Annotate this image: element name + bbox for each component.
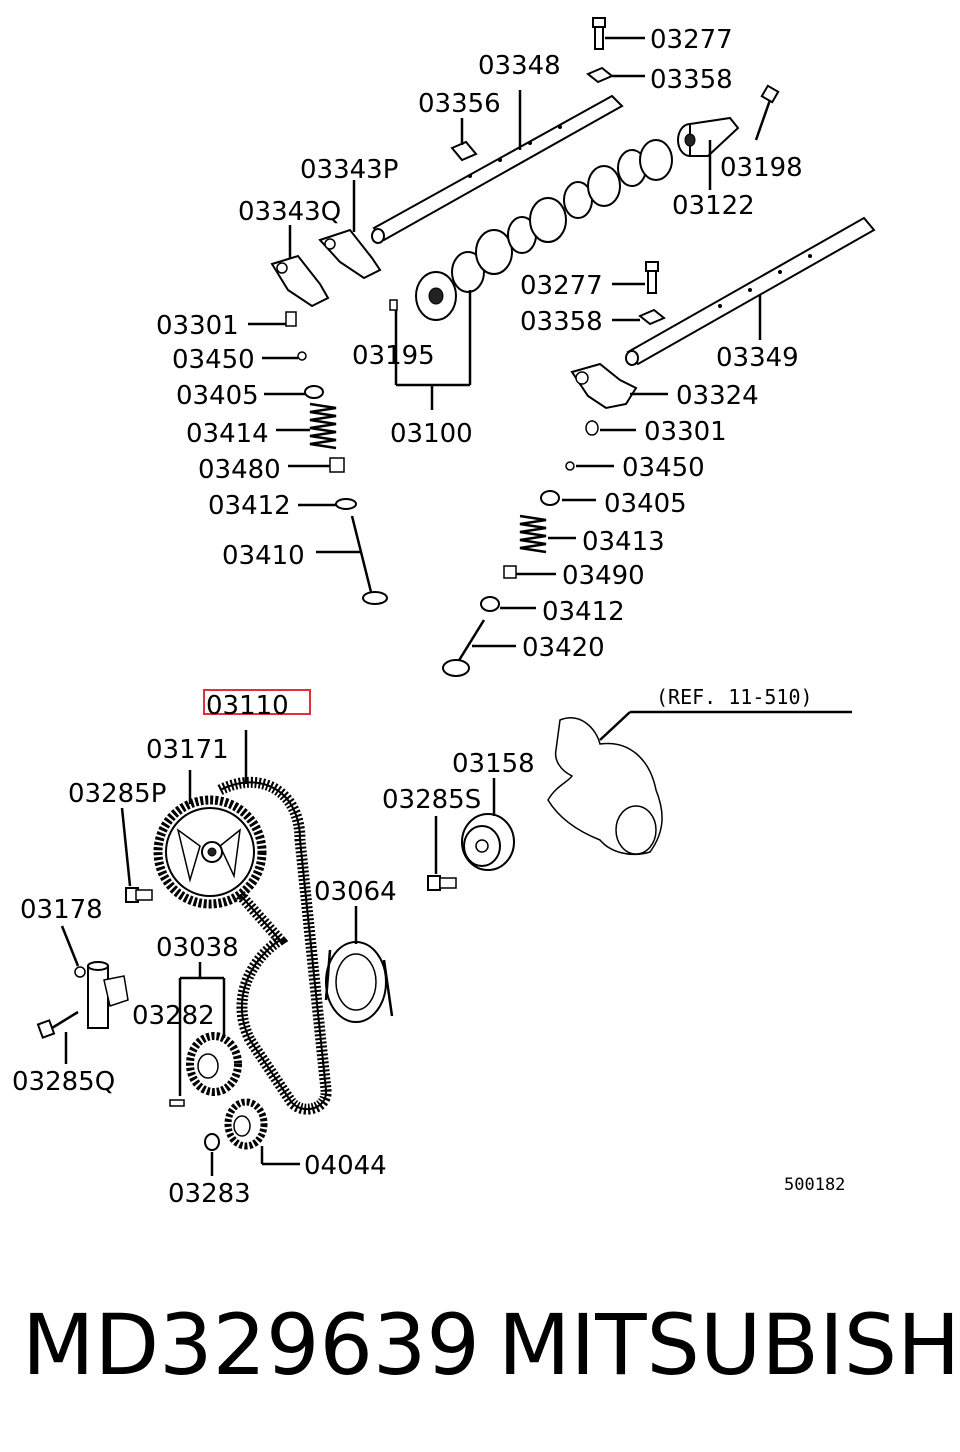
valve-03420 xyxy=(442,619,486,677)
label-03450-right: 03450 xyxy=(622,453,705,483)
footer: MD329639 MITSUBISHI xyxy=(0,1290,960,1400)
cam-sprocket-03171 xyxy=(153,795,267,909)
label-03038: 03038 xyxy=(156,933,239,963)
nut-03450-right xyxy=(565,461,575,471)
seal-03122 xyxy=(677,116,740,157)
label-03195: 03195 xyxy=(352,341,435,371)
bolt-03198 xyxy=(754,84,780,141)
highlight-box xyxy=(203,689,311,715)
label-03412-right: 03412 xyxy=(542,597,625,627)
rocker-shaft-03349 xyxy=(625,216,876,366)
brand-name: MITSUBISHI xyxy=(498,1296,960,1394)
bolt-03285q xyxy=(36,1010,79,1039)
label-03122: 03122 xyxy=(672,191,755,221)
label-03285s: 03285S xyxy=(382,785,481,815)
retainer-03405-right xyxy=(540,490,560,506)
label-03414: 03414 xyxy=(186,419,269,449)
sprocket-04044 xyxy=(224,1098,268,1150)
label-03158: 03158 xyxy=(452,749,535,779)
label-03277-top: 03277 xyxy=(650,25,733,55)
rocker-arm-03324 xyxy=(570,362,638,410)
label-03413: 03413 xyxy=(582,527,665,557)
adjuster-03301-left xyxy=(285,311,297,327)
rocker-shaft-03348 xyxy=(371,94,624,244)
rocker-arm-03343p xyxy=(318,228,382,280)
clip-03358-top xyxy=(586,66,614,84)
label-03178: 03178 xyxy=(20,895,103,925)
label-03405-right: 03405 xyxy=(604,489,687,519)
clip-03356 xyxy=(450,118,478,162)
bolt-03277-mid xyxy=(645,261,659,294)
label-03285p: 03285P xyxy=(68,779,166,809)
label-03285q: 03285Q xyxy=(12,1067,115,1097)
rocker-arm-03343q xyxy=(270,254,330,308)
label-03301-right: 03301 xyxy=(644,417,727,447)
tensioner-03178 xyxy=(74,961,129,1029)
key-03282 xyxy=(169,1099,185,1107)
valve-03410 xyxy=(350,515,388,605)
crank-sprocket-03038 xyxy=(186,1032,242,1096)
retainer-03405-left xyxy=(304,385,324,399)
label-03412-left: 03412 xyxy=(208,491,291,521)
label-03490: 03490 xyxy=(562,561,645,591)
camshaft-03100 xyxy=(415,139,673,321)
washer-03412-right xyxy=(480,596,500,612)
label-03100: 03100 xyxy=(390,419,473,449)
label-03343p: 03343P xyxy=(300,155,398,185)
label-03343q: 03343Q xyxy=(238,197,341,227)
label-03348: 03348 xyxy=(478,51,561,81)
label-04044: 04044 xyxy=(304,1151,387,1181)
adjuster-03301-right xyxy=(585,420,599,436)
label-03324: 03324 xyxy=(676,381,759,411)
bolt-03277-top xyxy=(592,17,606,50)
seal-03490 xyxy=(503,565,517,579)
seal-03480 xyxy=(329,457,345,473)
bolt-03285p xyxy=(125,887,153,903)
reference-note: (REF. 11-510) xyxy=(656,685,813,709)
label-03064: 03064 xyxy=(314,877,397,907)
nut-03450-left xyxy=(297,351,307,361)
part-number: MD329639 xyxy=(22,1296,480,1394)
label-03358-top: 03358 xyxy=(650,65,733,95)
label-03198: 03198 xyxy=(720,153,803,183)
diagram-code: 500182 xyxy=(784,1175,845,1195)
belt-cover-03064 xyxy=(324,941,394,1023)
label-03110: 03110 xyxy=(206,691,289,721)
label-03420: 03420 xyxy=(522,633,605,663)
label-03356: 03356 xyxy=(418,89,501,119)
spring-03414 xyxy=(309,402,337,450)
label-03282: 03282 xyxy=(132,1001,215,1031)
idler-pulley-03158 xyxy=(461,813,515,871)
label-03405-left: 03405 xyxy=(176,381,259,411)
label-03277-mid: 03277 xyxy=(520,271,603,301)
washer-03412-left xyxy=(335,498,357,510)
label-03301-left: 03301 xyxy=(156,311,239,341)
label-03410: 03410 xyxy=(222,541,305,571)
label-03171: 03171 xyxy=(146,735,229,765)
hand-reference-illustration xyxy=(547,717,663,856)
bolt-03285s xyxy=(427,875,457,891)
clip-03358-mid xyxy=(638,308,666,326)
label-03349: 03349 xyxy=(716,343,799,373)
engine-parts-diagram: 03277 03358 03348 03356 03198 03343P 031… xyxy=(12,17,876,1209)
label-03450-left: 03450 xyxy=(172,345,255,375)
label-03283: 03283 xyxy=(168,1179,251,1209)
label-03358-mid: 03358 xyxy=(520,307,603,337)
label-03480: 03480 xyxy=(198,455,281,485)
spring-03413 xyxy=(519,514,547,554)
timing-belt-03110 xyxy=(217,776,332,1115)
pin-03195 xyxy=(389,299,398,311)
washer-03283 xyxy=(204,1133,220,1151)
